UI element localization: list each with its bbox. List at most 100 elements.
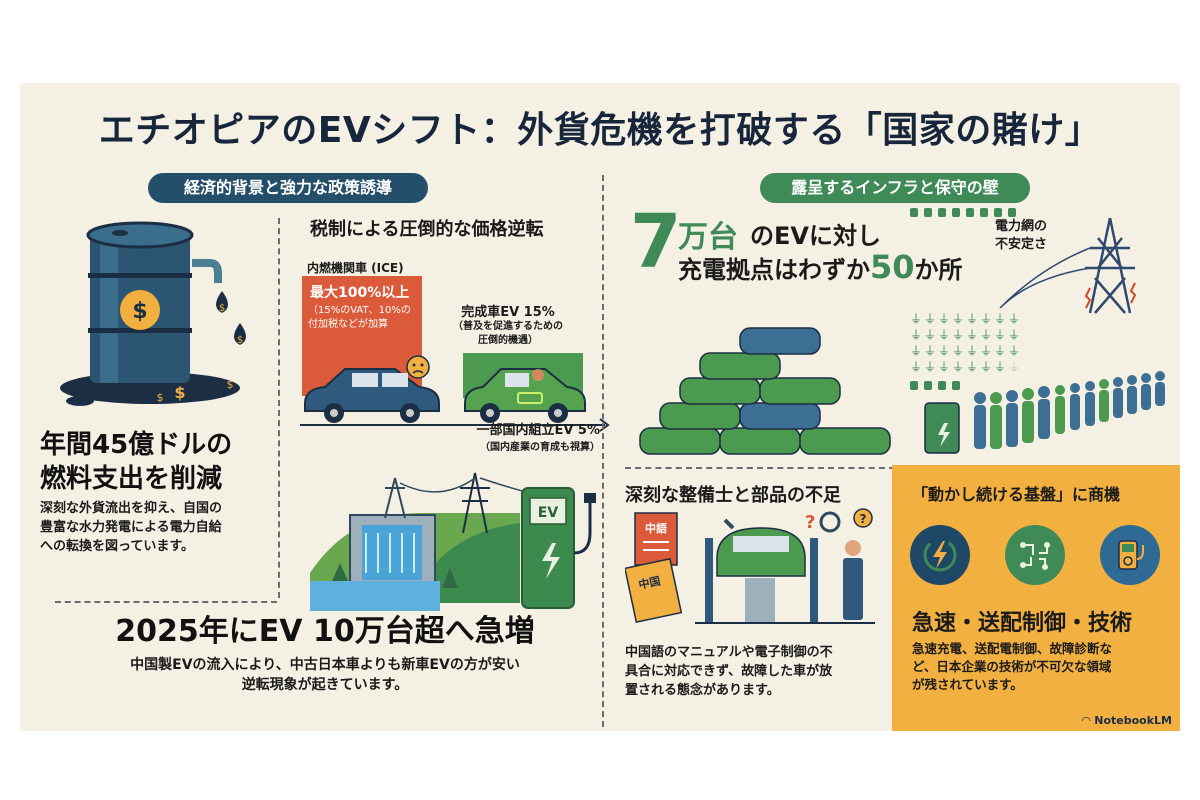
ice-note-line2: 付加税などが加算 [308,319,388,330]
ice-tax-note: （15%のVAT、10%の 付加税などが加算 [302,302,422,332]
local-ev-label: 一部国内組立EV 5% [476,423,600,438]
fuel-savings-body: 深刻な外貨流出を抑え、自国の 豊富な水力発電による電力自給 への転換を図っていま… [40,499,290,556]
opportunity-body-line2: ど、日本企業の技術が不可欠な領域 [912,659,1112,674]
maintenance-body: 中国語のマニュアルや電子制御の不 具合に対応できず、故障した車が放 置される態念… [625,643,895,700]
plug-icon: ⏚ [994,360,1007,374]
plug-icon: ⏚ [994,344,1007,358]
brand-label: NotebookLM [1094,714,1172,727]
maintenance-body-line2: 具合に対応できず、故障した車が放 [625,664,833,679]
ev-queue-charger-tower-icon [639,208,1165,455]
plug-icon: ⏚ [924,312,937,326]
circuit-control-icon [1005,525,1065,585]
plug-icon: ⏚ [910,312,923,326]
plug-icon: ⏚ [980,344,993,358]
ice-tax-box: 最大100%以上 （15%のVAT、10%の 付加税などが加算 [302,276,422,396]
svg-text:中国: 中国 [637,573,661,591]
local-ev-tax-group: 一部国内組立EV 5% （国内産業の育成も視算） [440,419,600,453]
ev-count-unit: 万台 [678,220,738,255]
svg-text:$: $ [174,383,185,402]
growth-body-line2: 逆転現象が起きています。 [241,677,409,693]
car-comparison-icon [300,355,610,432]
plug-icon: ⏚ [980,328,993,342]
ice-note-line1: （15%のVAT、10%の [308,305,411,316]
tax-heading: 税制による圧倒的な価格逆転 [310,219,544,240]
section-pill-economic: 経済的背景と強力な政策誘導 [148,173,428,203]
oil-barrel-icon: $ $ $ $ $ $ [60,221,246,406]
plug-icon: ⏚ [924,344,937,358]
ev-tax-label: 完成車EV 15% [461,305,555,320]
opportunity-heading: 「動かし続ける基盤」に商機 [912,485,1121,504]
svg-text:$: $ [132,299,147,324]
ice-label: 内燃機関車 (ICE) [307,261,404,275]
plug-icon: ⏚ [952,360,965,374]
plug-icon: ⏚ [910,328,923,342]
fuel-body-line3: への転換を図っています。 [40,539,195,554]
divider-vertical-left [278,218,280,598]
plug-icon: ⏚ [1008,328,1021,342]
plug-icon: ⏚ [966,360,979,374]
mechanic-car-lift-icon: 中語 中国 ? ? [623,508,875,624]
ev-count-number: 7 [630,199,682,285]
maintenance-body-line3: 置される態念があります。 [625,683,780,698]
plug-icon: ⏚ [952,344,965,358]
growth-headline: 2025年にEV 10万台超へ急増 [115,614,535,649]
local-ev-note: （国内産業の育成も視算） [480,442,600,453]
plug-icon: ⏚ [924,328,937,342]
oil-barrel-illustration: $ $ $ $ $ $ [40,213,280,413]
plug-icon: ⏚ [952,312,965,326]
maintenance-heading: 深刻な整備士と部品の不足 [625,485,841,506]
svg-text:中語: 中語 [645,521,667,535]
plug-icon: ⏚ [994,312,1007,326]
plug-icon: ⏚ [1008,312,1021,326]
divider-horizontal-right [625,467,895,469]
fuel-headline-line2: 燃料支出を削減 [40,464,223,494]
notebooklm-brand: ◠ NotebookLM [1082,714,1172,727]
plug-icon: ⏚ [952,328,965,342]
charging-plug-grid: ⏚⏚⏚⏚⏚⏚⏚⏚ ⏚⏚⏚⏚⏚⏚⏚⏚ ⏚⏚⏚⏚⏚⏚⏚⏚ ⏚⏚⏚⏚⏚⏚⏚⏚ [910,310,1030,380]
ev-tax-label-group: 完成車EV 15% （普及を促進するための 圧倒的機遇） [418,301,598,348]
opportunity-body-line1: 急速充電、送配電制御、故障診断な [912,641,1113,656]
hydro-dam-ev-station-icon: EV [310,472,596,611]
svg-text:$: $ [237,335,243,346]
plug-icon: ⏚ [938,328,951,342]
diagnostic-meter-icon [1100,525,1160,585]
growth-body: 中国製EVの流入により、中古日本車よりも新車EVの方が安い 逆転現象が起きていま… [45,655,605,695]
charging-line2-prefix: 充電拠点はわずか [678,256,870,284]
plug-icon: ⏚ [994,328,1007,342]
fuel-body-line1: 深刻な外貨流出を抑え、自国の [40,501,223,516]
ev-note-line2: 圧倒的機遇） [478,335,538,346]
fuel-headline-line1: 年間45億ドルの [40,430,233,460]
plug-icon: ⏚ [938,312,951,326]
notebooklm-logo-icon: ◠ [1081,714,1095,727]
plug-icon-unavailable: ⏚ [1008,360,1021,374]
maintenance-illustration: 中語 中国 ? ? [623,508,885,628]
section-pill-infrastructure: 露呈するインフラと保守の壁 [760,173,1030,203]
opportunity-icons [910,525,1160,585]
plug-icon: ⏚ [910,344,923,358]
charging-headline: 7 万台 のEVに対し 充電拠点はわずか50か所 [630,202,963,288]
opportunity-body-line3: が残されています。 [912,677,1023,692]
grid-label-line2: 不安定さ [995,237,1048,252]
ev-note-line1: （普及を促進するための [453,321,563,332]
fast-charging-icon [910,525,970,585]
plug-icon: ⏚ [966,312,979,326]
page-title: エチオピアのEVシフト：外貨危機を打破する「国家の賭け」 [98,110,1102,151]
opportunity-body: 急速充電、送配電制御、故障診断な ど、日本企業の技術が不可欠な領域 が残されてい… [912,640,1172,694]
opportunity-headline: 急速・送配制御・技術 [912,611,1133,636]
charging-line1: のEVに対し [750,222,881,250]
maintenance-body-line1: 中国語のマニュアルや電子制御の不 [625,645,833,660]
plug-icon: ⏚ [938,360,951,374]
opportunity-panel: 「動かし続ける基盤」に商機 急速・送配制御・技術 急速充電、送配電制御、故障診断… [892,465,1180,731]
fuel-body-line2: 豊富な水力発電による電力自給 [40,520,222,535]
svg-text:$: $ [219,303,225,314]
divider-horizontal-left [55,601,277,603]
divider-vertical-center [602,175,604,727]
growth-body-line1: 中国製EVの流入により、中古日本車よりも新車EVの方が安い [130,657,520,673]
charging-line2: 充電拠点はわずか50か所 [678,248,963,286]
plug-icon: ⏚ [980,360,993,374]
svg-text:?: ? [805,512,815,533]
plug-icon: ⏚ [980,312,993,326]
plug-icon: ⏚ [938,344,951,358]
charging-line2-suffix: か所 [914,256,963,284]
plug-icon: ⏚ [1008,344,1021,358]
